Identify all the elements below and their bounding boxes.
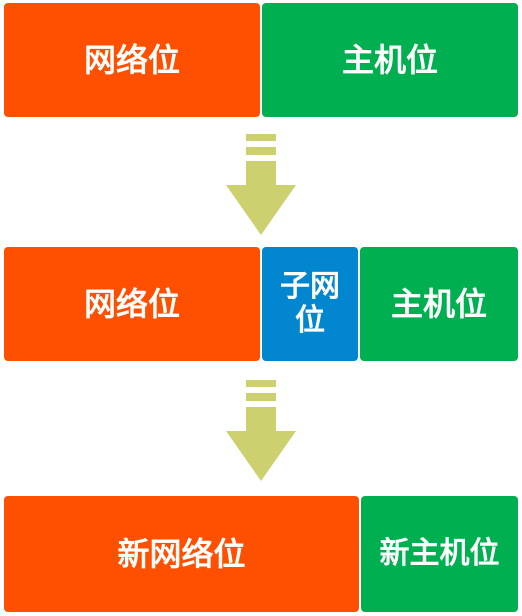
host-bits-label: 主机位 — [390, 284, 487, 323]
network-bits-box: 网络位 — [4, 247, 260, 361]
network-bits-box: 网络位 — [4, 3, 260, 117]
new-network-bits-box: 新网络位 — [4, 496, 359, 612]
network-bits-label: 网络位 — [83, 284, 180, 323]
host-bits-label: 主机位 — [341, 40, 438, 79]
network-bits-label: 网络位 — [83, 40, 180, 79]
down-arrow-icon — [226, 376, 296, 488]
subnet-bits-box: 子网位 — [262, 247, 358, 361]
new-host-bits-label: 新主机位 — [379, 535, 500, 571]
host-bits-box: 主机位 — [262, 3, 518, 117]
new-host-bits-box: 新主机位 — [361, 496, 518, 612]
new-network-bits-label: 新网络位 — [117, 534, 246, 573]
down-arrow-icon — [226, 130, 296, 242]
host-bits-box: 主机位 — [360, 247, 518, 361]
subnet-bits-label: 子网位 — [280, 268, 340, 338]
